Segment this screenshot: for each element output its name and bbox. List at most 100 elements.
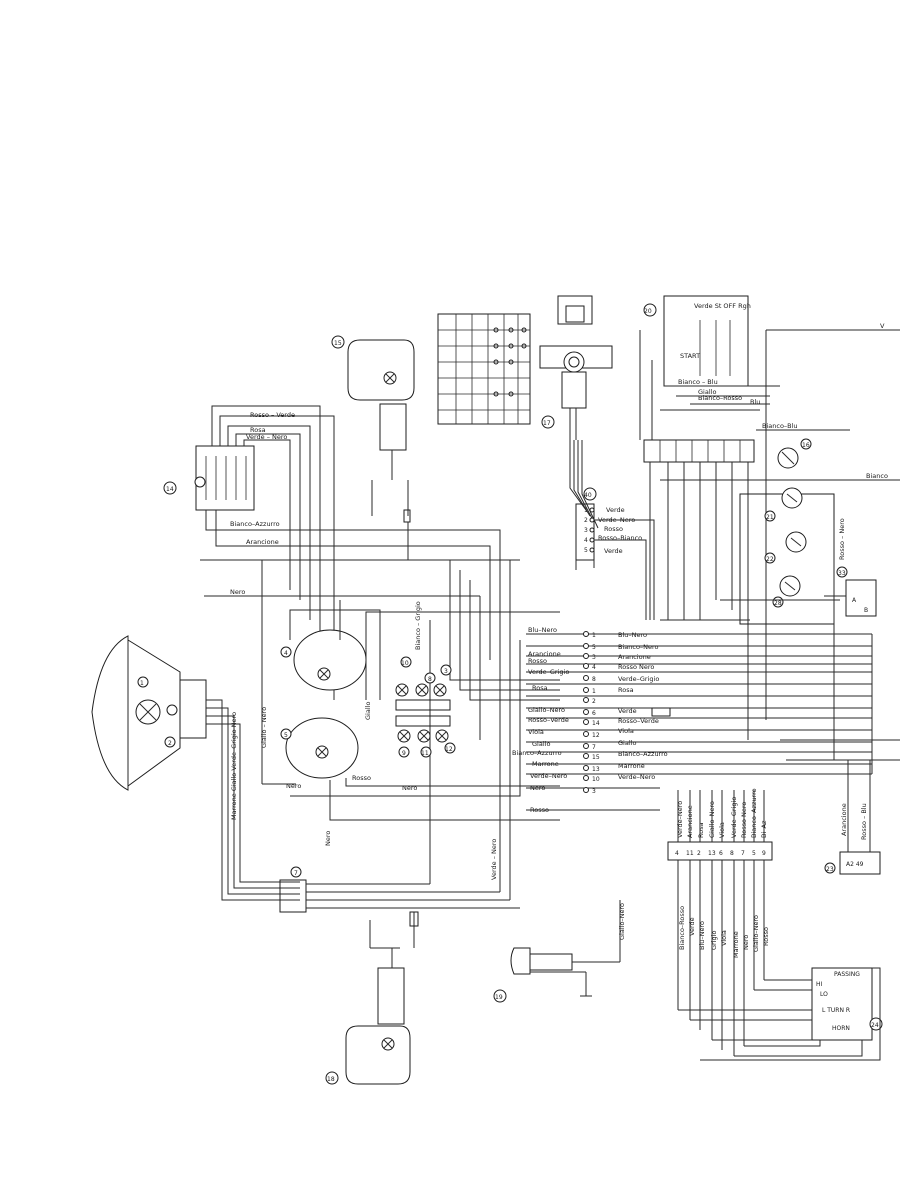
headlight-harness: Marrone Giallo Verde–Grigio Nero	[206, 699, 300, 901]
bc-bot-2: Verde	[688, 917, 696, 936]
bottom-connector-pins: 4 11 2 13 6 8 7 5 9	[675, 850, 766, 857]
pin-6: 1	[592, 688, 596, 695]
ignition-wire-3: Bianco–Rosso	[698, 394, 742, 402]
component-19-number: 19	[495, 994, 503, 1001]
pin-7: 2	[592, 698, 596, 705]
label-nero4: Nero	[324, 831, 332, 846]
component-20-number: 20	[644, 308, 652, 315]
label-giallo-nero-19: Giallo–Nero	[618, 903, 626, 940]
horn-19: 19 Giallo–Nero	[493, 900, 626, 1003]
c40-pin-5: 5	[584, 547, 588, 554]
component-17-number: 17	[543, 420, 551, 427]
bc-pin-2: 11	[686, 850, 694, 857]
switch-lo: LO	[820, 991, 828, 998]
conn-left-label-14: Verde–Nero	[530, 772, 567, 780]
label-verde-nero-v: Verde – Nero	[490, 839, 498, 880]
lamp-15: 15	[331, 335, 415, 560]
pin-15: 3	[592, 788, 596, 795]
component-21-number: 21	[766, 514, 774, 521]
switch-horn: HORN	[832, 1025, 850, 1032]
label-bianco-blu: Bianco–Blu	[762, 422, 798, 430]
component-14-number: 14	[166, 486, 174, 493]
pin-3: 3	[592, 654, 596, 661]
pin-8: 6	[592, 710, 596, 717]
switch-24: PASSING HI LO L TURN R HORN 24	[678, 967, 883, 1061]
label-nero: Nero	[230, 588, 245, 596]
bc-bot-9: Rosso	[762, 927, 770, 946]
component-22-number: 22	[766, 556, 774, 563]
pin-5: 8	[592, 676, 596, 683]
conn-right-label-4: Rosso Nero	[618, 663, 654, 671]
switch-passing: PASSING	[834, 971, 860, 978]
component-24-number: 24	[871, 1022, 879, 1029]
component-10-number: 10	[401, 660, 409, 667]
bc-bot-4: Grigio	[710, 931, 718, 950]
indicator-5: 5	[280, 717, 359, 779]
component-12-number: 12	[445, 746, 453, 753]
label-giallo: Giallo	[364, 702, 372, 720]
pin-2: 5	[592, 644, 596, 651]
pin-1: 1	[592, 632, 596, 639]
component-2-marker	[164, 736, 176, 748]
conn-right-label-12: Marrone	[618, 762, 645, 770]
conn-left-label-15: Nero	[530, 784, 545, 792]
pin-12: 15	[592, 754, 600, 761]
component-23-number: 23	[826, 866, 834, 873]
right-top-v: V	[880, 322, 885, 330]
conn-left-label-10: Viola	[528, 728, 544, 736]
ignition-wire-2: Giallo	[698, 388, 716, 396]
component-28-number: 28	[774, 600, 782, 607]
table-16	[437, 313, 531, 425]
gauge-16: 16	[777, 438, 812, 469]
conn-right-label-8: Rosso–Verde	[618, 717, 659, 725]
pin-13: 13	[592, 766, 600, 773]
label-bianco-grigio: Bianco – Grigio	[414, 601, 422, 650]
conn-right-label-13: Verde–Nero	[618, 773, 655, 781]
main-connector-left-labels: Blu–Nero Arancione Rosso Verde–Grigio Ro…	[512, 626, 569, 814]
conn-left-label-3: Arancione	[528, 650, 561, 658]
label-rosso-verde: Rosso – Verde	[250, 411, 295, 419]
conn-right-label-1: Blu–Nero	[618, 631, 647, 639]
bc-top-1: Verde–Nero	[676, 801, 684, 838]
ignition-20: 20 Verde St OFF Rgh START Bianco – Blu G…	[639, 295, 900, 720]
bc-bot-6: Marrone	[732, 931, 740, 958]
center-wires	[261, 560, 560, 900]
component-23-left: Arancione	[840, 803, 848, 836]
connector-40: 40 1 2 3 4 5 Verde Verde–Nero Rosso Ross…	[575, 487, 655, 620]
component-3-number: 3	[444, 668, 448, 675]
bc-bot-8: Giallo–Nero	[752, 915, 760, 952]
bc-bot-3: Blu–Nero	[698, 921, 706, 950]
conn-right-label-2: Bianco–Nero	[618, 643, 659, 651]
warning-lamps: 10 8 3 9 11 12	[395, 656, 456, 758]
ignition-wire-4: Blu	[750, 398, 760, 406]
conn-right-label-11: Bianco–Azzurro	[618, 750, 668, 758]
switch-14: 14	[163, 445, 255, 511]
pin-4: 4	[592, 664, 596, 671]
switch-turn: L TURN R	[822, 1007, 850, 1014]
component-2-number: 2	[168, 740, 172, 747]
component-33-number: 33	[838, 570, 846, 577]
component-18-number: 18	[327, 1076, 335, 1083]
c40-label-5: Verde	[604, 547, 623, 555]
right-frame-lines	[660, 599, 900, 774]
switch-14-wires: Rosso – Verde Rosa Verde – Nero Bianco–A…	[200, 405, 520, 784]
main-connector	[526, 633, 872, 811]
label-bianco-azzurro: Bianco–Azzurro	[230, 520, 280, 528]
bc-pin-1: 4	[675, 850, 679, 857]
conn-right-label-3: Arancione	[618, 653, 651, 661]
c40-pin-4: 4	[584, 537, 588, 544]
conn-left-label-9: Rosso–Verde	[528, 716, 569, 724]
component-5-number: 5	[284, 732, 288, 739]
conn-left-label-6: Rosa	[532, 684, 548, 692]
conn-right-label-6: Rosa	[618, 686, 634, 694]
component-1-number: 1	[140, 680, 144, 687]
component-23: 23 A2 49 Arancione Rosso – Blu	[824, 760, 881, 875]
bc-pin-3: 2	[697, 850, 701, 857]
bc-pin-9: 9	[762, 850, 766, 857]
bc-pin-6: 8	[730, 850, 734, 857]
conn-right-label-5: Verde–Grigio	[618, 675, 659, 683]
component-9-number: 9	[402, 750, 406, 757]
component-11-number: 11	[421, 750, 429, 757]
conn-right-label-10: Giallo	[618, 739, 636, 747]
bundle-left-label: Marrone Giallo Verde–Grigio Nero	[230, 712, 238, 820]
